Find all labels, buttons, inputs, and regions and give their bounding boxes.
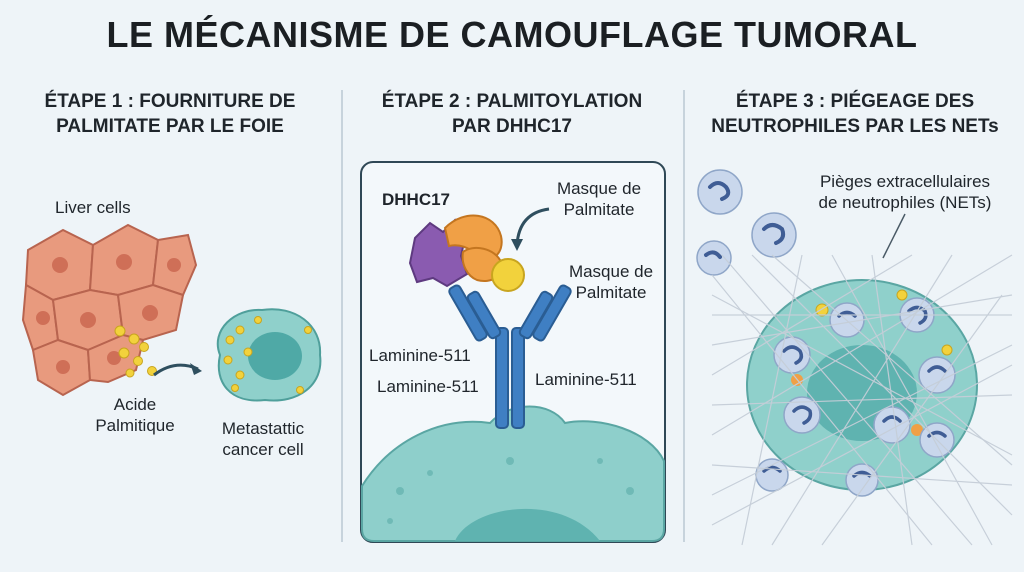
laminin-label-a: Laminine-511 xyxy=(369,346,471,365)
step3-title: ÉTAPE 3 : PIÉGEAGE DES NEUTROPHILES PAR … xyxy=(690,89,1020,139)
step2-title-line2: PAR DHHC17 xyxy=(451,116,572,137)
mask-label-2: Masque de Palmitate xyxy=(553,261,669,303)
laminin-antibody xyxy=(448,284,572,429)
mask-label-1-line1: Masque de xyxy=(556,179,642,198)
step3-title-line2: NEUTROPHILES PAR LES NETs xyxy=(711,116,999,137)
step2-title: ÉTAPE 2 : PALMITOYLATION PAR DHHC17 xyxy=(350,89,674,139)
palmitate-mask-ball xyxy=(491,258,525,292)
free-neutrophils xyxy=(696,169,797,276)
nets-label-line1: Pièges extracellulaires xyxy=(819,172,991,191)
step2-title-line1: ÉTAPE 2 : PALMITOYLATION xyxy=(381,91,643,112)
dhhc17-enzyme xyxy=(408,214,503,288)
cancer-cell-line1: Metastattic xyxy=(221,419,305,438)
liver-cells-label: Liver cells xyxy=(55,198,131,217)
mask-pointer-arrow xyxy=(511,207,550,251)
step1-title: ÉTAPE 1 : FOURNITURE DE PALMITATE PAR LE… xyxy=(10,89,330,139)
step1-title-line2: PALMITATE PAR LE FOIE xyxy=(56,116,284,137)
step1-title-line1: ÉTAPE 1 : FOURNITURE DE xyxy=(44,91,296,112)
mask-label-2-line2: Palmitate xyxy=(575,283,647,302)
palmitic-acid-line2: Palmitique xyxy=(95,416,175,435)
nets-pointer-line xyxy=(882,213,906,259)
mask-label-2-line1: Masque de xyxy=(568,262,654,281)
divider-1 xyxy=(341,90,343,542)
page-title: LE MÉCANISME DE CAMOUFLAGE TUMORAL xyxy=(106,14,918,55)
cancer-cell-line2: cancer cell xyxy=(222,440,304,459)
metastatic-cancer-cell xyxy=(216,308,322,402)
cancer-cell-label: Metastattic cancer cell xyxy=(198,418,328,460)
palmitic-acid-label: Acide Palmitique xyxy=(75,394,195,436)
nets-label-line2: de neutrophiles (NETs) xyxy=(818,193,992,212)
transfer-arrow xyxy=(153,363,202,377)
dhhc17-label: DHHC17 xyxy=(382,190,451,209)
mask-label-1-line2: Palmitate xyxy=(563,200,635,219)
trapped-cancer-cell-with-nets xyxy=(711,254,1013,546)
palmitic-acid-dots xyxy=(114,325,157,378)
laminin-label-c: Laminine-511 xyxy=(535,370,637,389)
divider-2 xyxy=(683,90,685,542)
laminin-label-b: Laminine-511 xyxy=(377,377,479,396)
step3-title-line1: ÉTAPE 3 : PIÉGEAGE DES xyxy=(735,91,975,112)
mask-label-1: Masque de Palmitate xyxy=(540,178,658,220)
palmitic-acid-line1: Acide xyxy=(113,395,157,414)
nets-label: Pièges extracellulaires de neutrophiles … xyxy=(790,171,1020,213)
